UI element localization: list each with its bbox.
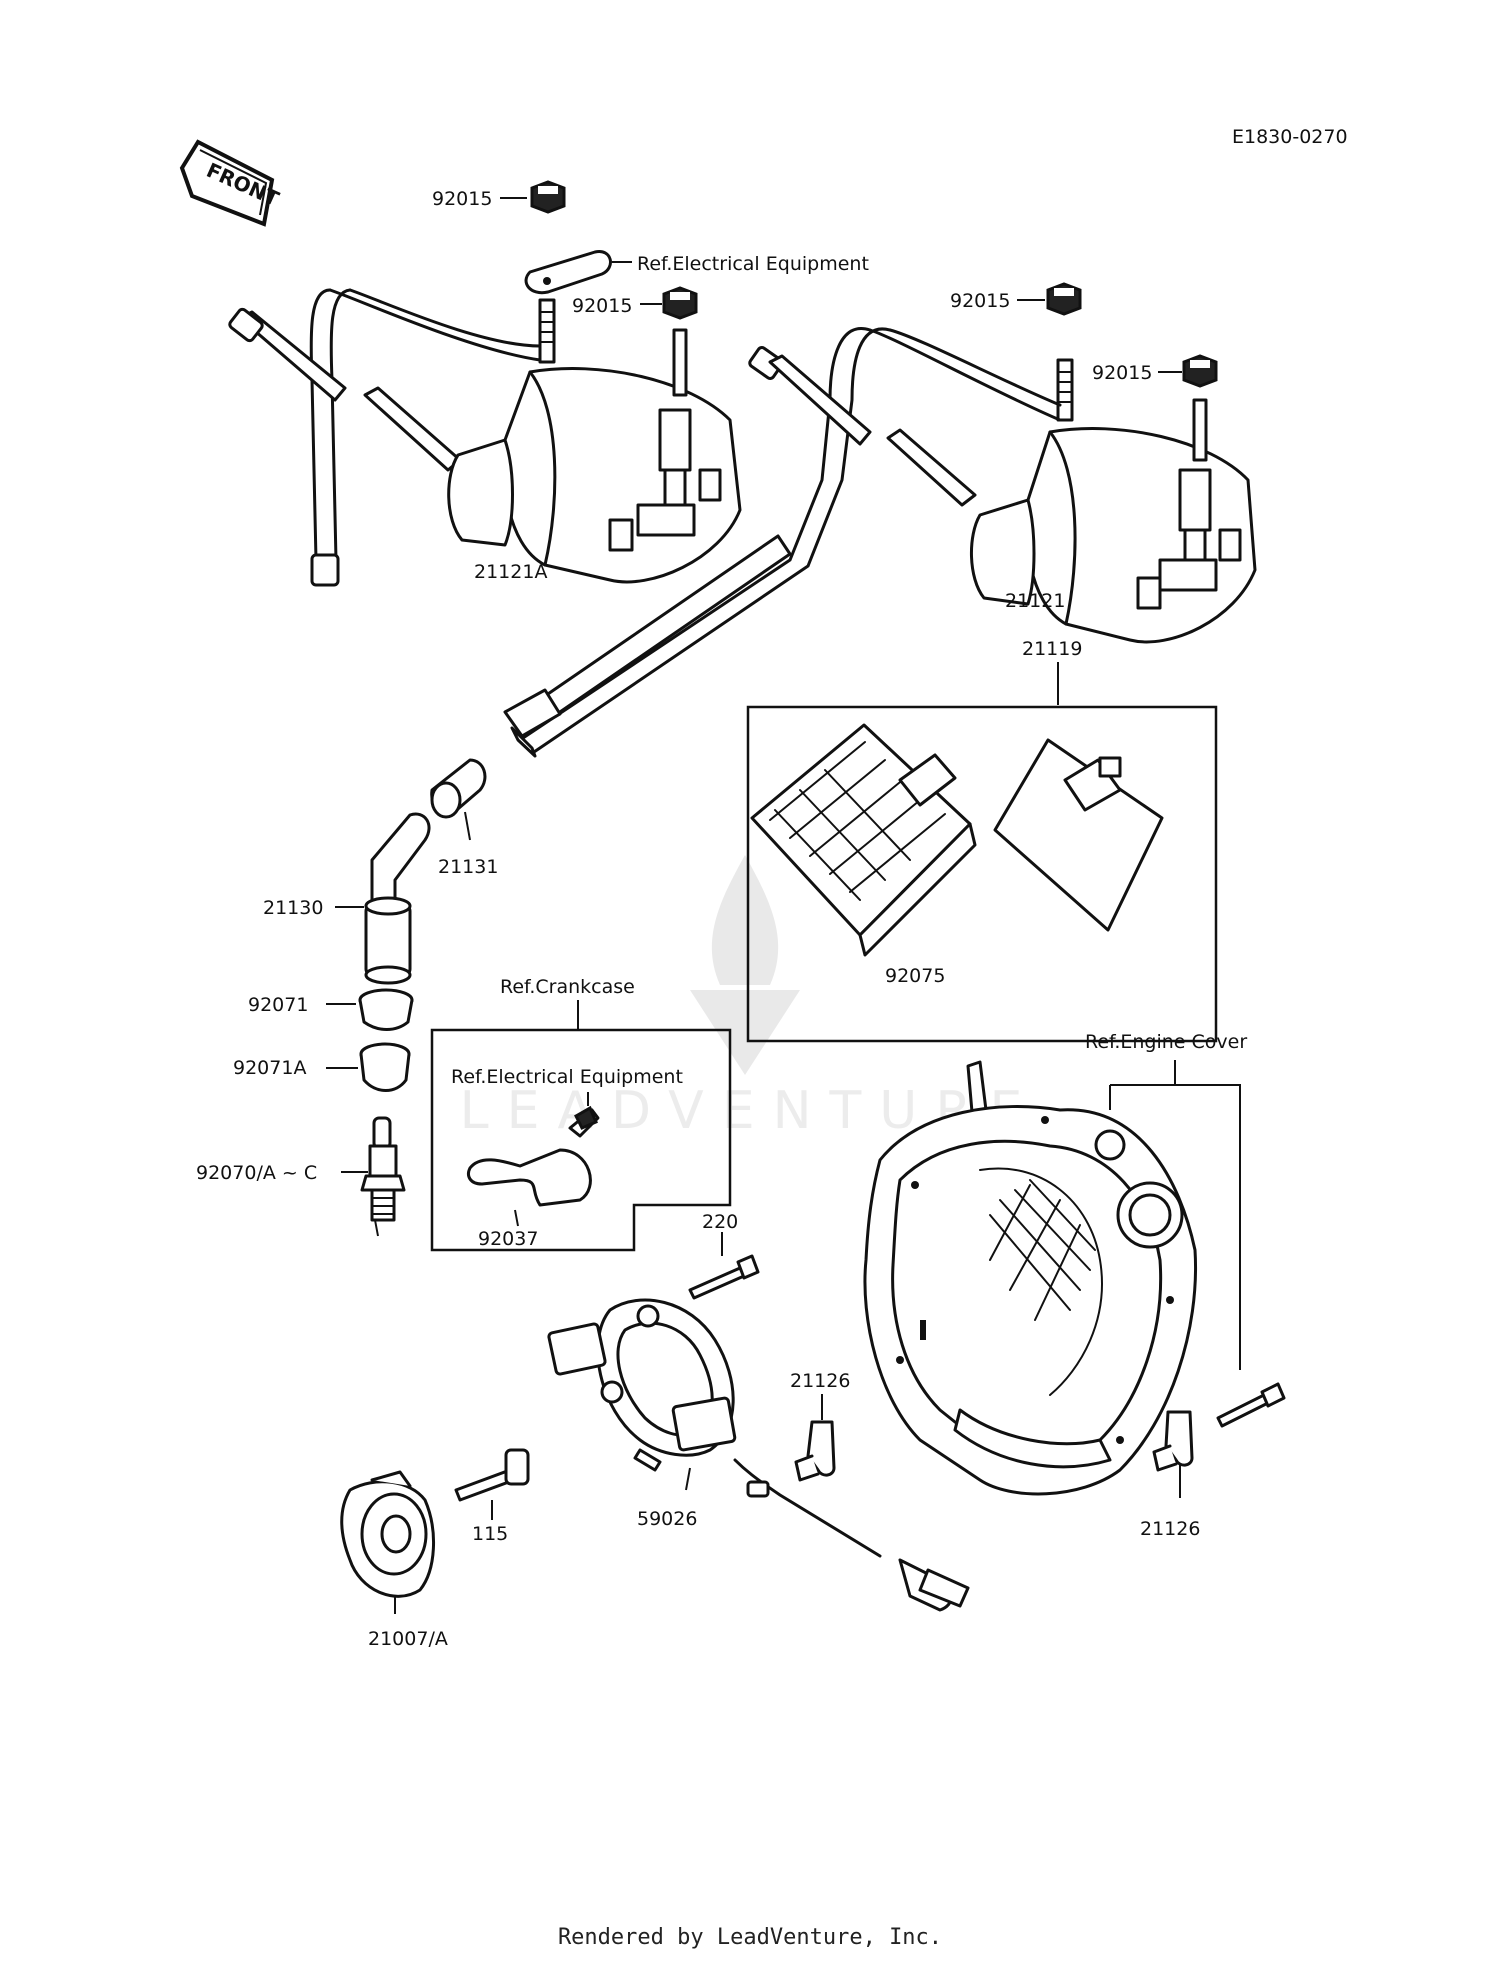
label-115: 115 bbox=[472, 1523, 508, 1545]
label-92071A: 92071A bbox=[233, 1057, 306, 1079]
label-21131: 21131 bbox=[438, 856, 498, 878]
clamp-92037 bbox=[467, 1105, 600, 1227]
seal-92071 bbox=[326, 988, 414, 1031]
spark-plug bbox=[341, 1116, 406, 1237]
crankcase-box bbox=[430, 1028, 732, 1252]
igniter-cover bbox=[993, 738, 1164, 932]
label-92015-right-b: 92015 bbox=[1092, 362, 1152, 384]
bolt-cover bbox=[1216, 1382, 1286, 1428]
label-92015-right-a: 92015 bbox=[950, 290, 1010, 312]
label-21121: 21121 bbox=[1005, 590, 1065, 612]
watermark: LEADVENTURE bbox=[460, 855, 1022, 1141]
cap-seal-21131 bbox=[430, 758, 487, 841]
label-92071: 92071 bbox=[248, 994, 308, 1016]
label-220: 220 bbox=[702, 1211, 738, 1233]
ref-electrical-equipment-inner: Ref.Electrical Equipment bbox=[451, 1066, 683, 1088]
label-92075: 92075 bbox=[885, 965, 945, 987]
label-21126-right: 21126 bbox=[1140, 1518, 1200, 1540]
rotor-21007A bbox=[340, 1470, 435, 1614]
label-21119: 21119 bbox=[1022, 638, 1082, 660]
ignition-coil-left bbox=[228, 288, 742, 587]
label-21007A: 21007/A bbox=[368, 1628, 448, 1650]
ref-engine-cover: Ref.Engine Cover bbox=[1085, 1031, 1247, 1053]
label-92015-top: 92015 bbox=[432, 188, 492, 210]
nut-92015-right-b bbox=[1158, 354, 1218, 388]
igniter-unit bbox=[750, 723, 977, 957]
clamp-21126-left bbox=[794, 1420, 836, 1482]
nut-92015-left-coil bbox=[640, 286, 698, 397]
label-92015-left-coil: 92015 bbox=[572, 295, 632, 317]
ref-crankcase: Ref.Crankcase bbox=[500, 976, 635, 998]
ignition-coil-right bbox=[518, 326, 1257, 754]
label-21130: 21130 bbox=[263, 897, 323, 919]
ht-lead bbox=[503, 534, 792, 758]
footer-credit: Rendered by LeadVenture, Inc. bbox=[557, 1925, 943, 1950]
clamp-21126-right bbox=[1152, 1410, 1194, 1472]
bracket-ref-electrical bbox=[524, 250, 632, 295]
front-arrow-icon: FRONT bbox=[179, 139, 283, 227]
bolt-220 bbox=[688, 1254, 760, 1300]
label-92070: 92070/A ~ C bbox=[196, 1162, 317, 1184]
engine-cover bbox=[863, 1060, 1198, 1496]
ref-electrical-equipment-top: Ref.Electrical Equipment bbox=[637, 253, 869, 275]
label-92037: 92037 bbox=[478, 1228, 538, 1250]
igniter-group-box bbox=[746, 705, 1218, 1043]
bolt-115 bbox=[454, 1448, 530, 1520]
label-21121A: 21121A bbox=[474, 561, 547, 583]
nut-92015-top bbox=[500, 180, 566, 214]
label-21126-left: 21126 bbox=[790, 1370, 850, 1392]
plug-cap-21130 bbox=[335, 812, 431, 985]
nut-92015-right-a bbox=[1017, 282, 1082, 316]
seal-92071A bbox=[326, 1042, 411, 1092]
diagram-id: E1830-0270 bbox=[1232, 126, 1348, 148]
stator-59026 bbox=[547, 1298, 970, 1612]
label-59026: 59026 bbox=[637, 1508, 697, 1530]
